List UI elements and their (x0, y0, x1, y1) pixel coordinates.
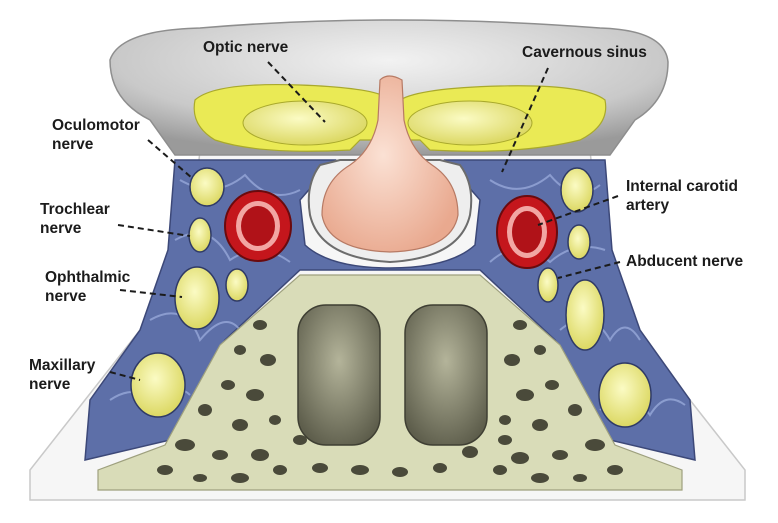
maxillary-nerve-left (130, 352, 186, 418)
label-trochlear-nerve: Trochlear nerve (40, 201, 110, 237)
label-abducent-nerve: Abducent nerve (626, 253, 744, 270)
trochlear-nerve-right (567, 224, 591, 260)
maxillary-nerve-right (598, 362, 652, 428)
sphenoid-sinus-left (297, 304, 381, 446)
label-cavernous-sinus: Cavernous sinus (522, 44, 647, 61)
optic-nerve-right (407, 100, 533, 146)
pituitary-gland (321, 75, 459, 253)
ophthalmic-nerve-right (565, 279, 605, 351)
trochlear-nerve-left (188, 217, 212, 253)
oculomotor-nerve-right (560, 167, 594, 213)
internal-carotid-artery-left (224, 190, 292, 262)
label-ophthalmic-nerve: Ophthalmic nerve (45, 269, 131, 305)
ophthalmic-nerve-left (174, 266, 220, 330)
label-maxillary-nerve: Maxillary nerve (29, 357, 96, 393)
sphenoid-bone (97, 274, 683, 491)
optic-nerve-left (242, 100, 368, 146)
label-optic-nerve: Optic nerve (203, 39, 289, 56)
sphenoid-sinus-right (404, 304, 488, 446)
abducent-nerve-right (537, 267, 559, 303)
abducent-nerve-left (225, 268, 249, 302)
internal-carotid-artery-right (496, 195, 558, 269)
oculomotor-nerve-left (189, 167, 225, 207)
label-oculomotor-nerve: Oculomotor nerve (52, 117, 140, 153)
label-internal-carotid-artery: Internal carotid artery (626, 178, 738, 214)
leader-lines (109, 61, 621, 381)
bone-trabeculae (157, 320, 623, 483)
